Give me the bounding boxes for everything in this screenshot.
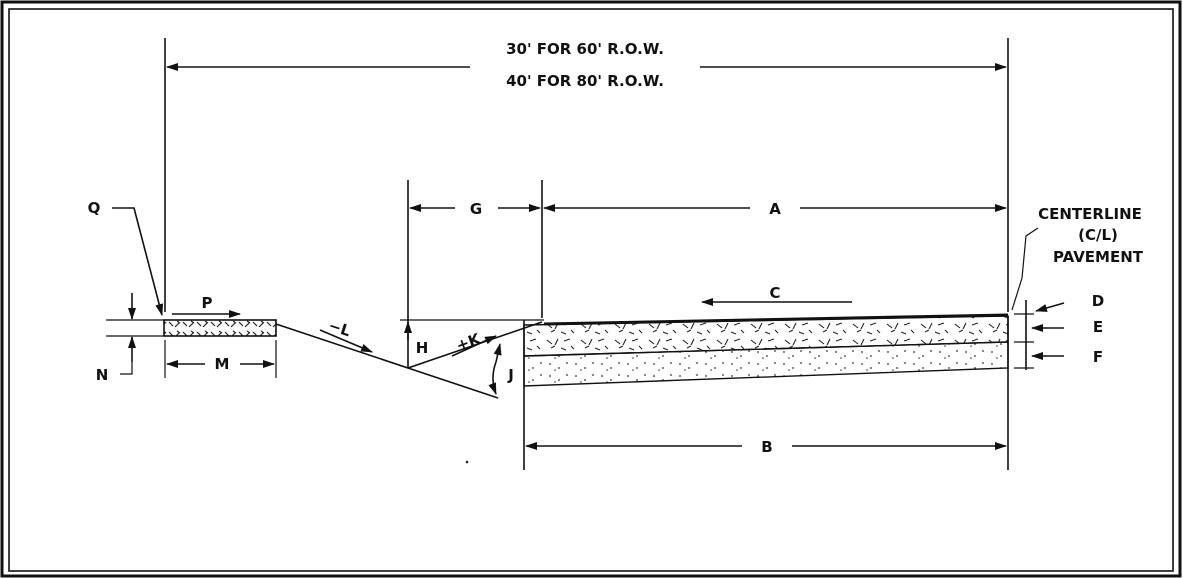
label-k: +K [454,329,484,355]
centerline-line3: PAVEMENT [1053,248,1144,266]
label-b: B [761,438,772,456]
label-e: E [1093,318,1103,336]
dimension-m: M [164,340,277,378]
centerline-label: CENTERLINE (C/L) PAVEMENT [1011,205,1144,311]
inner-border [8,8,1174,572]
shoulder-section: P [163,294,277,337]
leader-q: Q [88,199,164,316]
label-c: C [769,284,780,302]
label-j: J [507,366,514,384]
ditch-slopes: −L +K [275,316,543,399]
label-q: Q [88,199,101,217]
dimension-b: B [525,438,1007,456]
label-m: M [215,355,230,373]
label-d: D [1092,292,1104,310]
label-a: A [769,200,781,218]
dimension-def: D E F [1014,292,1104,370]
label-h: H [416,339,429,357]
label-l: −L [326,316,353,340]
dimension-j: J [488,343,514,395]
row-note-line1: 30' FOR 60' R.O.W. [506,40,664,58]
pavement-layers: C [523,284,1009,470]
label-p: P [202,294,213,312]
row-note-line2: 40' FOR 80' R.O.W. [506,72,664,90]
scan-speck [465,460,469,464]
row-dimension: 30' FOR 60' R.O.W. 40' FOR 80' R.O.W. [164,38,1009,312]
centerline-line1: CENTERLINE [1038,205,1142,223]
label-n: N [96,366,109,384]
centerline-line2: (C/L) [1078,226,1118,244]
dimension-n: N [96,293,164,384]
dimension-a: A [543,200,1007,218]
dimension-h: H [400,319,544,357]
label-g: G [470,200,482,218]
label-f: F [1093,348,1103,366]
